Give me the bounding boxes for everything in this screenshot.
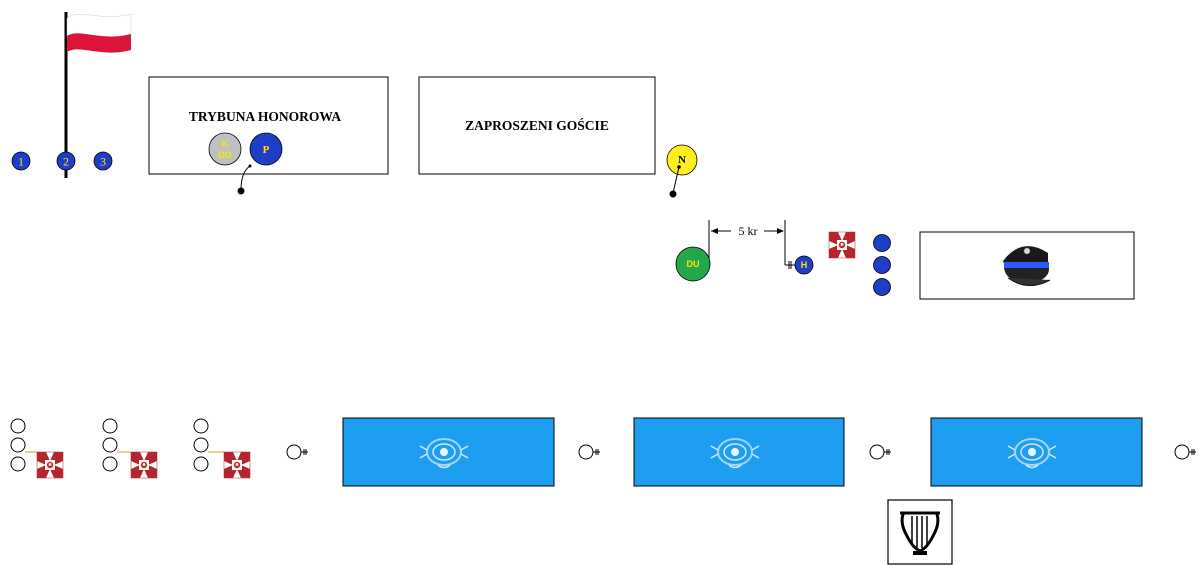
flagpole-group: 1 2 3 bbox=[11, 12, 132, 178]
section-commander-2 bbox=[578, 444, 601, 460]
herald-label: H bbox=[801, 260, 808, 270]
military-banner-icon bbox=[130, 451, 158, 479]
marker-2: 2 bbox=[56, 151, 76, 171]
commander-n: N bbox=[666, 144, 698, 198]
color-party-3 bbox=[193, 418, 251, 479]
marker-1-label: 1 bbox=[18, 155, 24, 169]
lyre-icon bbox=[900, 511, 940, 555]
guard-dot-3 bbox=[873, 278, 891, 296]
parade-commander: DU bbox=[675, 220, 711, 282]
military-banner-icon bbox=[36, 451, 64, 479]
guard-dot-2 bbox=[873, 256, 891, 274]
unit-block-3 bbox=[930, 417, 1143, 487]
section-commander-1 bbox=[286, 444, 309, 460]
section-commander-3 bbox=[869, 444, 892, 460]
guests-box: ZAPROSZENI GOŚCIE bbox=[418, 76, 656, 175]
guard-dot-1 bbox=[873, 234, 891, 252]
marker-3: 3 bbox=[93, 151, 113, 171]
color-party-1 bbox=[10, 418, 64, 479]
unit-block-2 bbox=[633, 417, 845, 487]
tribune-box: TRYBUNA HONOROWA K DO P bbox=[148, 76, 389, 195]
herald: H bbox=[785, 255, 814, 275]
tribune-pointer bbox=[240, 165, 251, 191]
guests-title: ZAPROSZENI GOŚCIE bbox=[465, 118, 609, 133]
distance-label: 5 kr bbox=[739, 224, 758, 238]
polish-flag-icon bbox=[66, 13, 132, 53]
commander-n-label: N bbox=[678, 154, 686, 166]
military-banner-icon bbox=[828, 231, 856, 259]
kdo-label-k: K bbox=[222, 139, 229, 149]
marker-3-label: 3 bbox=[100, 155, 106, 169]
color-guard-top bbox=[828, 231, 891, 296]
tribune-title: TRYBUNA HONOROWA bbox=[189, 109, 341, 124]
police-unit-box bbox=[919, 231, 1135, 300]
color-party-2 bbox=[102, 418, 158, 479]
kdo-label-do: DO bbox=[218, 150, 232, 160]
band-box bbox=[887, 499, 953, 565]
distance-measure: 5 kr bbox=[711, 220, 786, 265]
kdo-official: K DO bbox=[208, 132, 242, 166]
unit-block-1 bbox=[342, 417, 555, 487]
marker-2-label: 2 bbox=[63, 155, 69, 169]
president-official: P bbox=[249, 132, 283, 166]
military-banner-icon bbox=[223, 451, 251, 479]
parade-commander-label: DU bbox=[687, 259, 700, 269]
section-commander-4 bbox=[1174, 444, 1197, 460]
president-label: P bbox=[263, 144, 270, 156]
police-cap-icon bbox=[1003, 246, 1051, 286]
marker-1: 1 bbox=[11, 151, 31, 171]
